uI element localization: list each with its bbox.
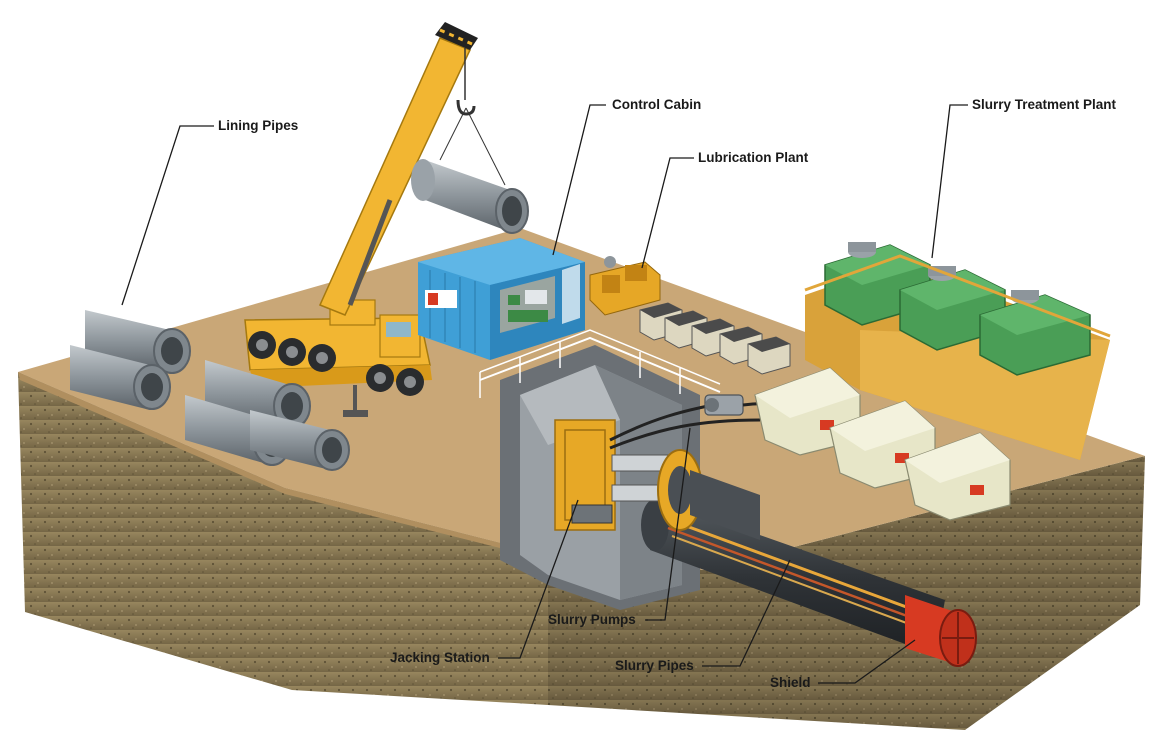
leader-lubrication-plant [641,157,694,269]
label-jacking-station: Jacking Station [390,650,490,665]
label-slurry-pipes: Slurry Pipes [615,658,694,673]
label-slurry-treatment-plant: Slurry Treatment Plant [972,97,1117,112]
control-cabin [418,238,585,360]
treatment-tank [979,290,1091,376]
leader-slurry-treatment [931,104,968,259]
tunnel [641,499,977,667]
label-lining-pipes: Lining Pipes [218,118,299,133]
label-lubrication-plant: Lubrication Plant [698,150,809,165]
label-shield: Shield [770,675,811,690]
label-slurry-pumps: Slurry Pumps [548,612,636,627]
slurry-treatment-plant [804,242,1111,460]
leader-slurry-pumps [645,427,691,621]
material-crates [639,302,791,375]
leader-shield [818,639,916,684]
settling-bins [754,367,1011,521]
leader-jacking-station [498,499,579,659]
lining-pipes-stack [70,310,350,471]
leader-lining-pipes [121,125,214,306]
treatment-tank [899,266,1006,351]
soil-front-left [18,372,548,705]
leader-slurry-pipes [702,559,791,667]
jacking-frame [554,398,761,540]
crane [244,22,529,417]
label-control-cabin: Control Cabin [612,97,702,112]
leader-control-cabin [552,104,606,256]
lubrication-plant [589,256,661,316]
leader-lines [121,104,968,684]
